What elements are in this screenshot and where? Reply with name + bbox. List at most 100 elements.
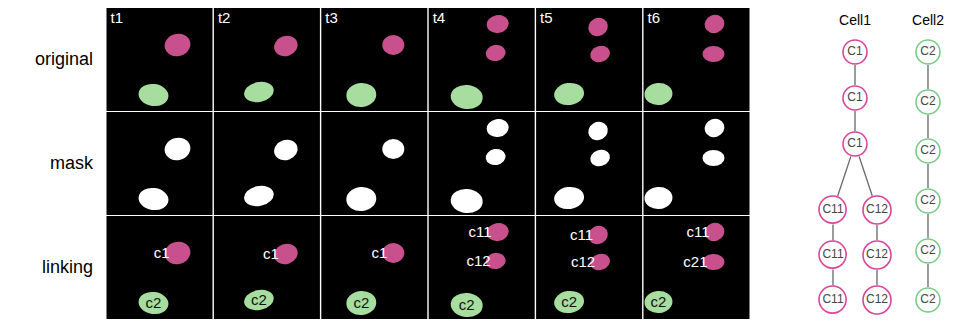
cell-blob (382, 139, 404, 159)
frame-panel (214, 8, 320, 111)
lineage-node: C1 (842, 39, 868, 65)
frame-panel (107, 112, 213, 215)
frame-panel (429, 8, 535, 111)
lineage-node: C11 (818, 240, 847, 269)
lineage-link (854, 111, 855, 131)
frame-panel (536, 8, 642, 111)
panel-ground (644, 216, 750, 319)
panel-ground (644, 8, 750, 111)
panel-ground (536, 8, 642, 111)
lineage-heading: Cell1 (839, 13, 871, 28)
node-label: C2 (920, 144, 935, 157)
frame-panel (536, 216, 642, 319)
node-label: C12 (866, 203, 888, 216)
cell-blob (588, 43, 612, 65)
lineage-node: C2 (915, 89, 941, 115)
cell-id-label: c21 (683, 254, 707, 271)
time-label: t6 (648, 10, 661, 27)
node-circle (916, 40, 940, 64)
panel-ground (321, 8, 427, 111)
node-circle (916, 90, 940, 114)
cell-blob (585, 118, 611, 144)
cell-id-label: c2 (459, 297, 475, 314)
lineage-link (927, 115, 928, 138)
node-circle (863, 241, 891, 269)
row-label: original (35, 50, 93, 70)
node-circle (863, 196, 891, 224)
frame-panel (321, 8, 427, 111)
cell-blob (585, 14, 611, 40)
cell-blob (702, 116, 727, 140)
node-label: C2 (920, 95, 935, 108)
node-label: C12 (866, 293, 888, 306)
panel-ground (214, 8, 320, 111)
panel-ground (321, 216, 427, 319)
cell-blob (242, 287, 276, 313)
row-label: mask (50, 154, 93, 174)
cell-blob (450, 292, 484, 319)
lineage-link (832, 225, 833, 241)
lineage-link (876, 225, 877, 240)
cell-id-label: c11 (686, 224, 709, 241)
lineage-node: C11 (818, 285, 847, 314)
frame-panel (107, 8, 213, 111)
time-label: t1 (111, 10, 124, 27)
node-circle (843, 132, 867, 156)
cell-blob (484, 147, 506, 166)
cell-blob (703, 150, 725, 166)
cell-id-label: c2 (146, 295, 162, 312)
time-label: t5 (540, 10, 553, 27)
cell-blob (588, 147, 612, 169)
cell-blob (703, 46, 725, 62)
cell-id-label: c2 (251, 292, 267, 309)
node-circle (843, 40, 867, 64)
frame-panel (214, 216, 320, 319)
cell-id-label: c1 (371, 245, 387, 262)
cell-blob (137, 290, 170, 316)
lineage-node: C1 (842, 131, 868, 157)
lineage-node: C12 (862, 240, 892, 270)
panel-ground (536, 216, 642, 319)
lineage-node: C2 (915, 39, 941, 65)
lineage-link (927, 65, 928, 89)
node-label: C2 (920, 45, 935, 58)
node-circle (916, 139, 940, 163)
cell-blob (485, 117, 510, 139)
panel-ground (429, 112, 535, 215)
node-label: C12 (866, 248, 888, 261)
panel-ground (429, 8, 535, 111)
lineage-link (832, 270, 833, 286)
frame-panel (321, 216, 427, 319)
cell-blob (450, 84, 484, 111)
node-label: C2 (920, 194, 935, 207)
lineage-link (859, 156, 872, 195)
cell-blob (137, 82, 170, 108)
node-label: C1 (847, 45, 862, 58)
cell-blob (271, 136, 300, 163)
panel-ground (107, 8, 213, 111)
frame-panel (536, 112, 642, 215)
node-circle (863, 286, 891, 314)
panel-ground (107, 216, 213, 319)
lineage-link (927, 164, 928, 188)
frame-panel (321, 112, 427, 215)
cell-id-label: c2 (353, 295, 369, 312)
lineage-link (927, 264, 928, 287)
cell-id-label: c1 (154, 245, 170, 262)
cell-blob (382, 35, 404, 55)
cell-blob (485, 13, 510, 35)
cell-id-label: c2 (561, 294, 577, 311)
node-circle (819, 196, 846, 223)
cell-blob (450, 188, 484, 215)
lineage-node: C12 (862, 285, 892, 315)
cell-blob (644, 186, 674, 210)
lineage-node: C2 (915, 238, 941, 264)
row-label: linking (42, 258, 93, 278)
cell-blob (553, 185, 586, 211)
cell-blob (644, 290, 674, 314)
panel-ground (214, 216, 320, 319)
cell-id-label: c11 (469, 224, 492, 241)
panel-ground (107, 112, 213, 215)
